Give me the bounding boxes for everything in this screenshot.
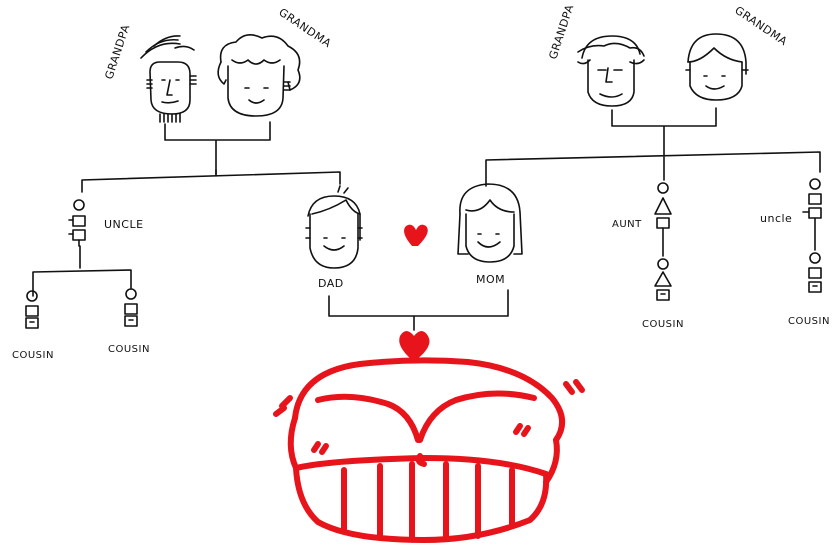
grandma-right-label: GRANDMA	[732, 4, 789, 49]
connector-right-children	[485, 151, 821, 187]
grandpa-right-face-icon	[577, 35, 645, 107]
connector-left-children	[81, 169, 341, 193]
uncle-right-stick-figure-icon	[802, 178, 822, 293]
connector-uncle-children	[32, 245, 132, 297]
grandpa-left-label: GRANDPA	[102, 23, 132, 81]
cousin-right-1-label: COUSIN	[642, 319, 684, 330]
uncle-left-label: UNCLE	[104, 218, 144, 231]
dad-face-icon	[305, 185, 363, 269]
mom-face-icon	[457, 183, 523, 263]
cousin-left-1-stick-figure-icon	[25, 290, 39, 329]
cousin-left-1-label: COUSIN	[12, 350, 54, 361]
aunt-stick-figure-icon	[654, 182, 672, 301]
connector-right-grandparents	[611, 107, 717, 157]
connector-left-grandparents	[164, 121, 271, 175]
cousin-right-2-label: COUSIN	[788, 316, 830, 327]
heart-icon-large	[399, 331, 430, 360]
grandpa-left-face-icon	[140, 35, 197, 123]
uncle-left-stick-figure-icon	[68, 199, 86, 247]
heart-icon-small	[404, 224, 428, 246]
aunt-label: AUNT	[612, 219, 642, 230]
grandma-right-face-icon	[685, 33, 749, 101]
connector-parents-child	[328, 289, 509, 331]
uncle-right-label: uncle	[760, 212, 792, 225]
cousin-left-2-label: COUSIN	[108, 344, 150, 355]
grandma-left-face-icon	[217, 34, 301, 117]
grandpa-right-label: GRANDPA	[546, 3, 576, 61]
mom-label: MOM	[476, 273, 505, 286]
smiley-face-icon	[273, 357, 585, 543]
dad-label: DAD	[318, 277, 344, 290]
grandma-left-label: GRANDMA	[276, 6, 333, 51]
cousin-left-2-stick-figure-icon	[124, 288, 138, 327]
